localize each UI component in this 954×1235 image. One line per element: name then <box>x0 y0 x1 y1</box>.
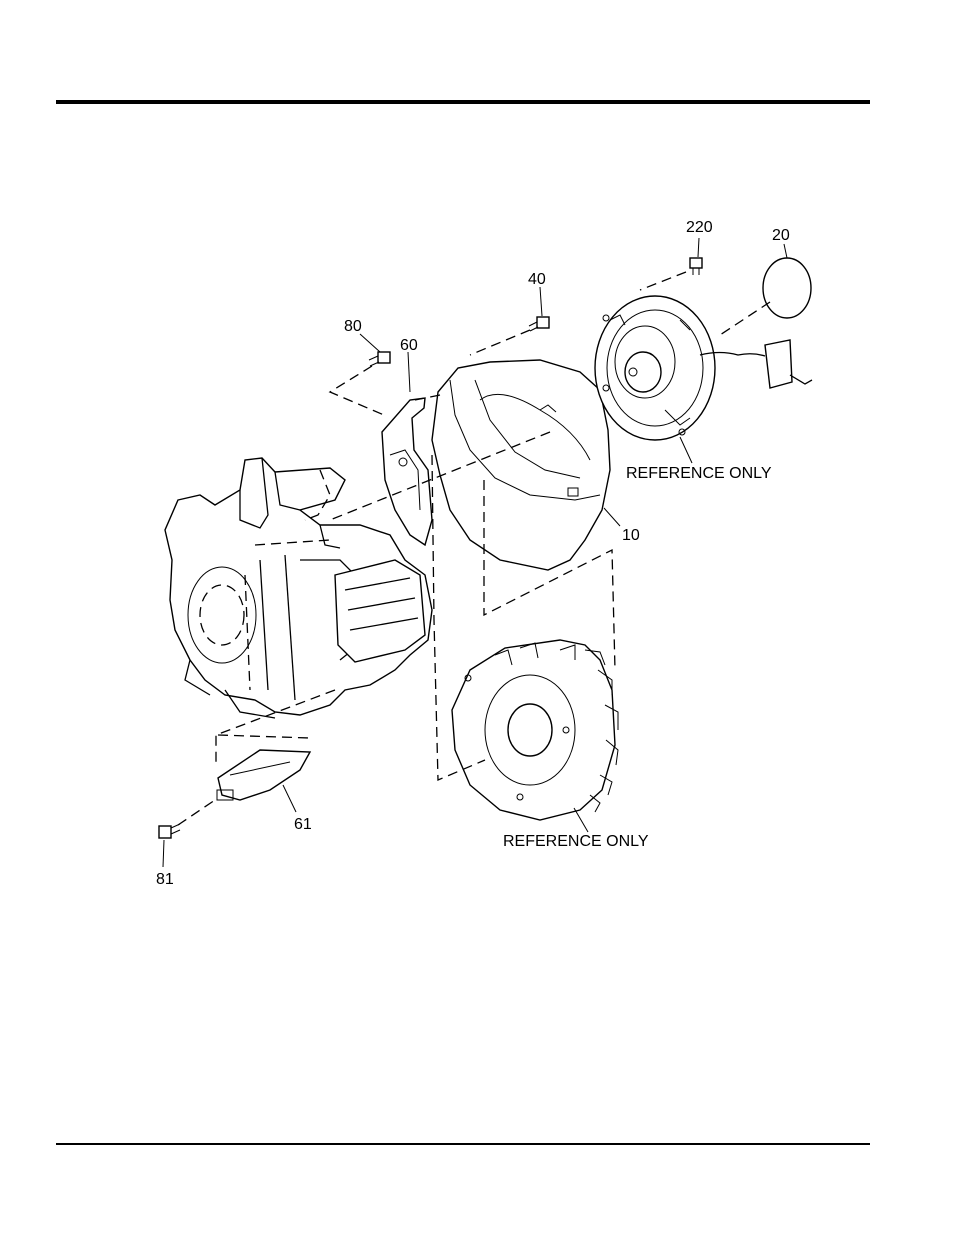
flywheel <box>452 640 618 820</box>
callout-10: 10 <box>622 527 640 544</box>
bottom-guide-61 <box>217 750 310 800</box>
recoil-starter-assembly <box>595 296 812 440</box>
bolt-40 <box>529 317 549 331</box>
callout-220: 220 <box>686 219 713 236</box>
air-guide-60 <box>382 398 432 545</box>
callout-81: 81 <box>156 871 174 888</box>
callout-80: 80 <box>344 318 362 335</box>
bolt-80 <box>369 352 390 366</box>
reference-only-flywheel-label: REFERENCE ONLY <box>503 833 649 850</box>
callout-60: 60 <box>400 337 418 354</box>
reference-only-recoil-label: REFERENCE ONLY <box>626 465 772 482</box>
callout-40: 40 <box>528 271 546 288</box>
bolt-220 <box>690 258 702 275</box>
emblem-disc-20 <box>763 258 811 318</box>
bolt-81 <box>159 824 180 838</box>
callout-61: 61 <box>294 816 312 833</box>
callout-20: 20 <box>772 227 790 244</box>
blower-housing-10 <box>432 360 610 570</box>
